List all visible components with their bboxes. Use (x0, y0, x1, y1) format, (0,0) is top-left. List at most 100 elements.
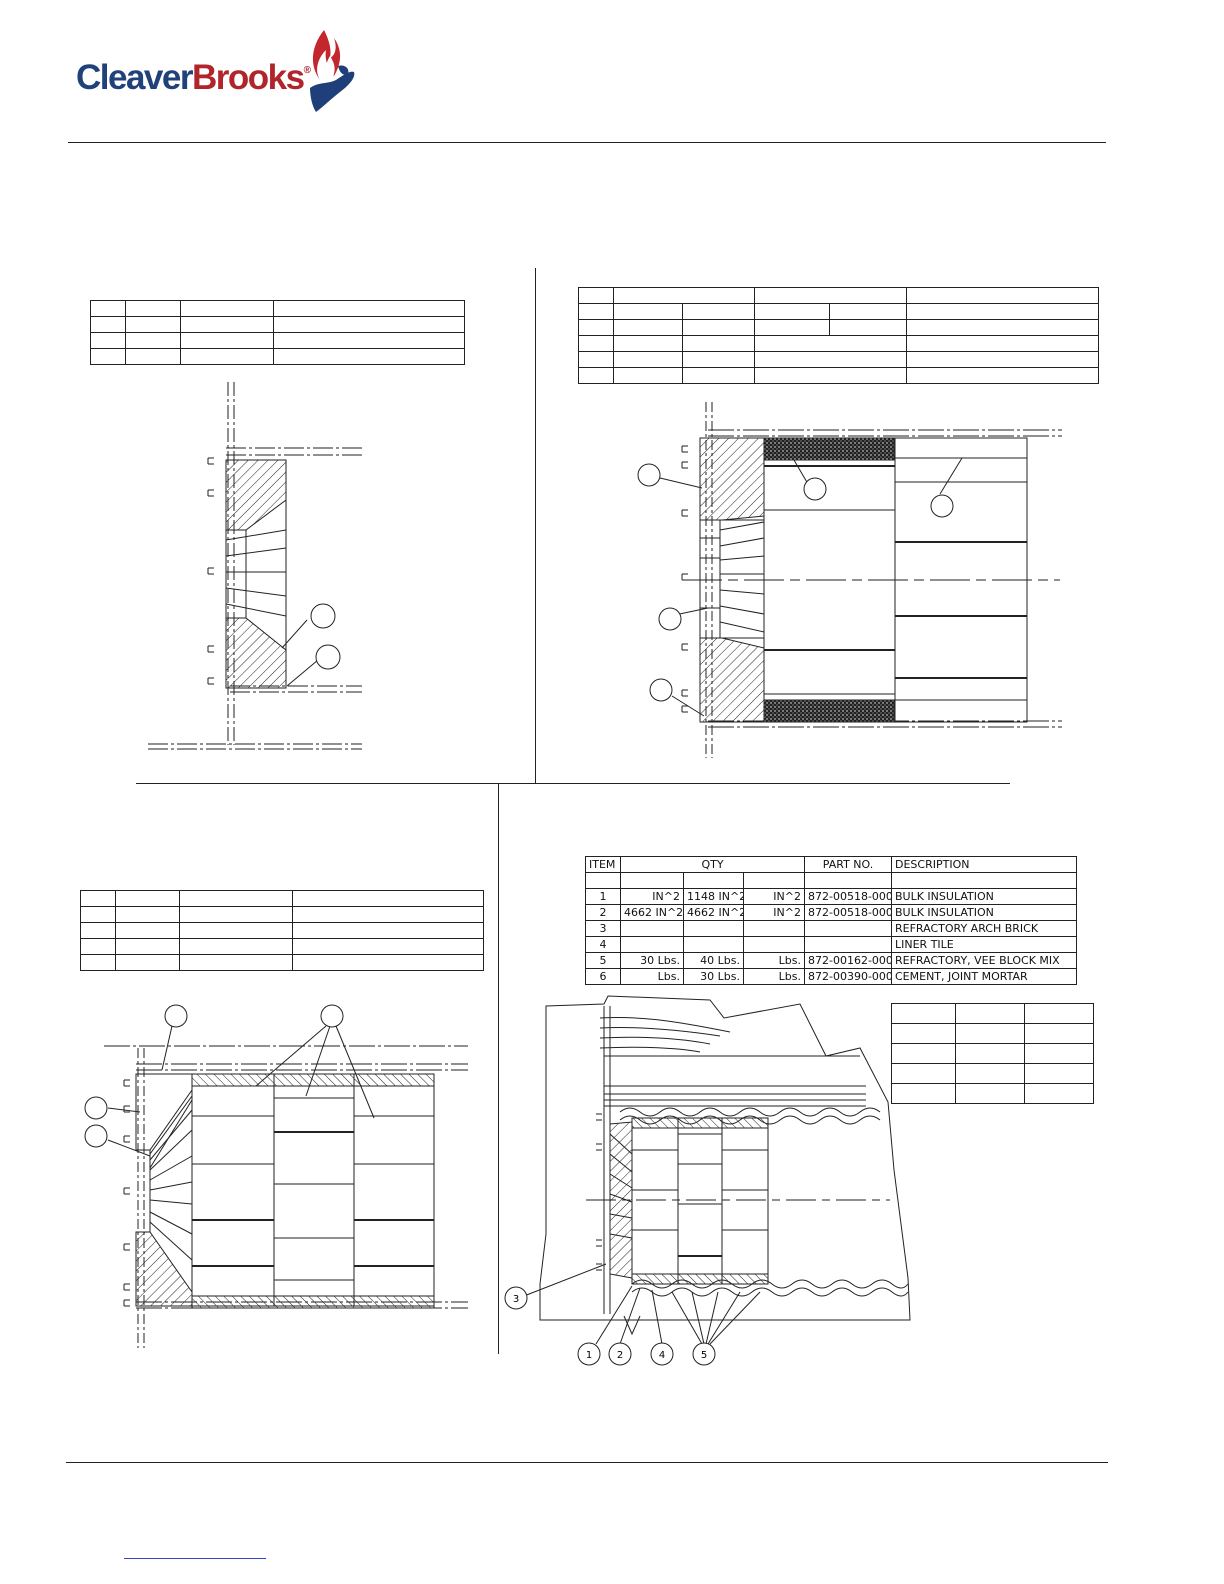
table-row (80, 922, 484, 939)
table-row: 5 30 Lbs. 40 Lbs. Lbs. 872-00162-000 REF… (585, 952, 1077, 969)
drawing-4-assembly-section: 3 1 2 4 5 (504, 995, 911, 1366)
cell-part-no: 872-00390-000 (804, 968, 892, 985)
cell-description: BULK INSULATION (891, 888, 1077, 905)
header-item: ITEM (585, 856, 621, 873)
header-description: DESCRIPTION (891, 856, 1077, 873)
table-row (891, 1083, 1094, 1104)
cell-description: LINER TILE (891, 936, 1077, 953)
table-row (90, 316, 465, 333)
table-row (80, 890, 484, 907)
table-subheader-row (585, 872, 1077, 889)
table-row (891, 1003, 1094, 1024)
cell-qty-2 (683, 936, 744, 953)
callout-bubble (637, 463, 661, 487)
header-qty: QTY (620, 856, 805, 873)
cell-part-no (804, 920, 892, 937)
table-3 (80, 890, 484, 971)
callout-bubble (930, 494, 954, 518)
callout-bubble (315, 644, 341, 670)
table-row: 2 4662 IN^2 4662 IN^2 IN^2 872-00518-000… (585, 904, 1077, 921)
cell-qty-2: 30 Lbs. (683, 968, 744, 985)
cell-qty-2: 40 Lbs. (683, 952, 744, 969)
table-row (578, 319, 1099, 336)
table-row (80, 954, 484, 971)
callout-bubble (164, 1004, 188, 1028)
cell-description: BULK INSULATION (891, 904, 1077, 921)
cell-item: 1 (585, 888, 621, 905)
cell-qty-1: IN^2 (620, 888, 684, 905)
cell-qty-3: Lbs. (743, 968, 805, 985)
divider-top-vertical (535, 268, 536, 783)
table-5 (891, 1003, 1094, 1104)
table-row (578, 287, 1099, 304)
cell-description: REFRACTORY ARCH BRICK (891, 920, 1077, 937)
cell-part-no: 872-00162-000 (804, 952, 892, 969)
table-2 (578, 287, 1099, 384)
cell-qty-1 (620, 920, 684, 937)
callout-5-label: 5 (701, 1350, 707, 1361)
cell-qty-3 (743, 920, 805, 937)
cell-qty-2: 1148 IN^2 (683, 888, 744, 905)
cleaver-brooks-logo: CleaverBrooks® (76, 58, 311, 98)
cell-qty-1: 30 Lbs. (620, 952, 684, 969)
callout-bubble (320, 1004, 344, 1028)
table-4-parts-list: ITEM QTY PART NO. DESCRIPTION 1 IN^2 114… (585, 856, 1077, 985)
cell-qty-1: Lbs. (620, 968, 684, 985)
logo-registered: ® (303, 65, 311, 76)
cell-part-no: 872-00518-000 (804, 904, 892, 921)
table-row: 1 IN^2 1148 IN^2 IN^2 872-00518-000 BULK… (585, 888, 1077, 905)
table-row (80, 938, 484, 955)
cell-description: REFRACTORY, VEE BLOCK MIX (891, 952, 1077, 969)
callout-bubble (310, 603, 336, 629)
callout-4-label: 4 (659, 1350, 665, 1361)
cell-qty-2 (683, 920, 744, 937)
cell-qty-2: 4662 IN^2 (683, 904, 744, 921)
cell-description: CEMENT, JOINT MORTAR (891, 968, 1077, 985)
callout-1-label: 1 (586, 1350, 592, 1361)
table-row (578, 303, 1099, 320)
header-rule (68, 142, 1106, 143)
cell-item: 4 (585, 936, 621, 953)
callout-3: 3 (504, 1286, 528, 1310)
callout-4: 4 (650, 1342, 674, 1366)
table-row: 4 LINER TILE (585, 936, 1077, 953)
table-row (578, 367, 1099, 384)
drawing-3-liner-section (84, 1004, 468, 1348)
footer-link-underline (124, 1558, 266, 1559)
header-part-no: PART NO. (804, 856, 892, 873)
table-row: 6 Lbs. 30 Lbs. Lbs. 872-00390-000 CEMENT… (585, 968, 1077, 985)
callout-3-label: 3 (513, 1294, 519, 1305)
table-row: 3 REFRACTORY ARCH BRICK (585, 920, 1077, 937)
table-header-row: ITEM QTY PART NO. DESCRIPTION (585, 856, 1077, 873)
cell-item: 6 (585, 968, 621, 985)
logo-brooks: Brooks (191, 58, 305, 97)
callout-bubble (84, 1124, 108, 1148)
cell-item: 3 (585, 920, 621, 937)
drawing-1-arch-section (148, 382, 362, 750)
callout-bubble (658, 607, 682, 631)
table-row (80, 906, 484, 923)
table-1 (90, 300, 465, 365)
callout-2: 2 (608, 1342, 632, 1366)
table-row (578, 351, 1099, 368)
cell-qty-1 (620, 936, 684, 953)
cell-qty-3: Lbs. (743, 952, 805, 969)
table-row (90, 332, 465, 349)
footer-rule (66, 1462, 1108, 1463)
cell-qty-3: IN^2 (743, 904, 805, 921)
cell-qty-3: IN^2 (743, 888, 805, 905)
callout-bubble (803, 477, 827, 501)
cell-part-no (804, 936, 892, 953)
table-row (90, 300, 465, 317)
cell-part-no: 872-00518-000 (804, 888, 892, 905)
divider-bottom-vertical (498, 783, 499, 1354)
cell-qty-3 (743, 936, 805, 953)
table-row (90, 348, 465, 365)
callout-2-label: 2 (617, 1350, 623, 1361)
cell-item: 5 (585, 952, 621, 969)
cell-item: 2 (585, 904, 621, 921)
callout-bubble (84, 1096, 108, 1120)
callout-1: 1 (577, 1342, 601, 1366)
logo-cleaver: Cleaver (76, 58, 193, 97)
callout-5: 5 (692, 1342, 716, 1366)
